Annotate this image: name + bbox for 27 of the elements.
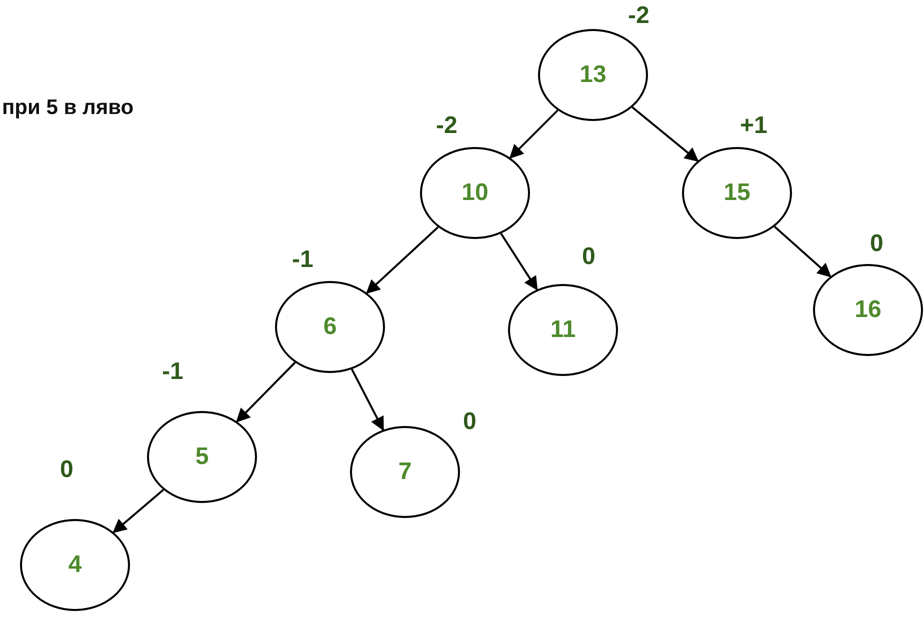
- node-value: 16: [854, 296, 882, 324]
- node-value: 5: [195, 443, 209, 471]
- node-value: 11: [550, 316, 576, 344]
- node-value: 7: [398, 458, 412, 486]
- balance-factor: 0: [60, 458, 74, 482]
- arrow: [350, 368, 384, 432]
- balance-factor: 0: [463, 410, 476, 434]
- arrow: [366, 226, 439, 294]
- balance-factor: -2: [436, 114, 458, 138]
- balance-factor: 0: [582, 245, 596, 269]
- balance-factor: +1: [740, 114, 768, 138]
- arrow: [632, 106, 699, 162]
- node-value: 10: [462, 179, 488, 207]
- note-text: при 5 в ляво: [2, 96, 134, 120]
- balance-factor: -1: [292, 248, 314, 272]
- balance-factor: -1: [162, 360, 184, 384]
- arrow: [500, 232, 538, 291]
- node-value: 13: [580, 61, 606, 89]
- node-value: 15: [724, 179, 750, 207]
- balance-factor: 0: [870, 232, 884, 256]
- arrow: [112, 489, 164, 534]
- node-value: 6: [323, 313, 337, 341]
- node-value: 4: [68, 551, 82, 579]
- arrow: [509, 110, 558, 159]
- arrow: [236, 362, 296, 422]
- balance-factor: -2: [628, 4, 650, 28]
- arrow: [774, 226, 832, 278]
